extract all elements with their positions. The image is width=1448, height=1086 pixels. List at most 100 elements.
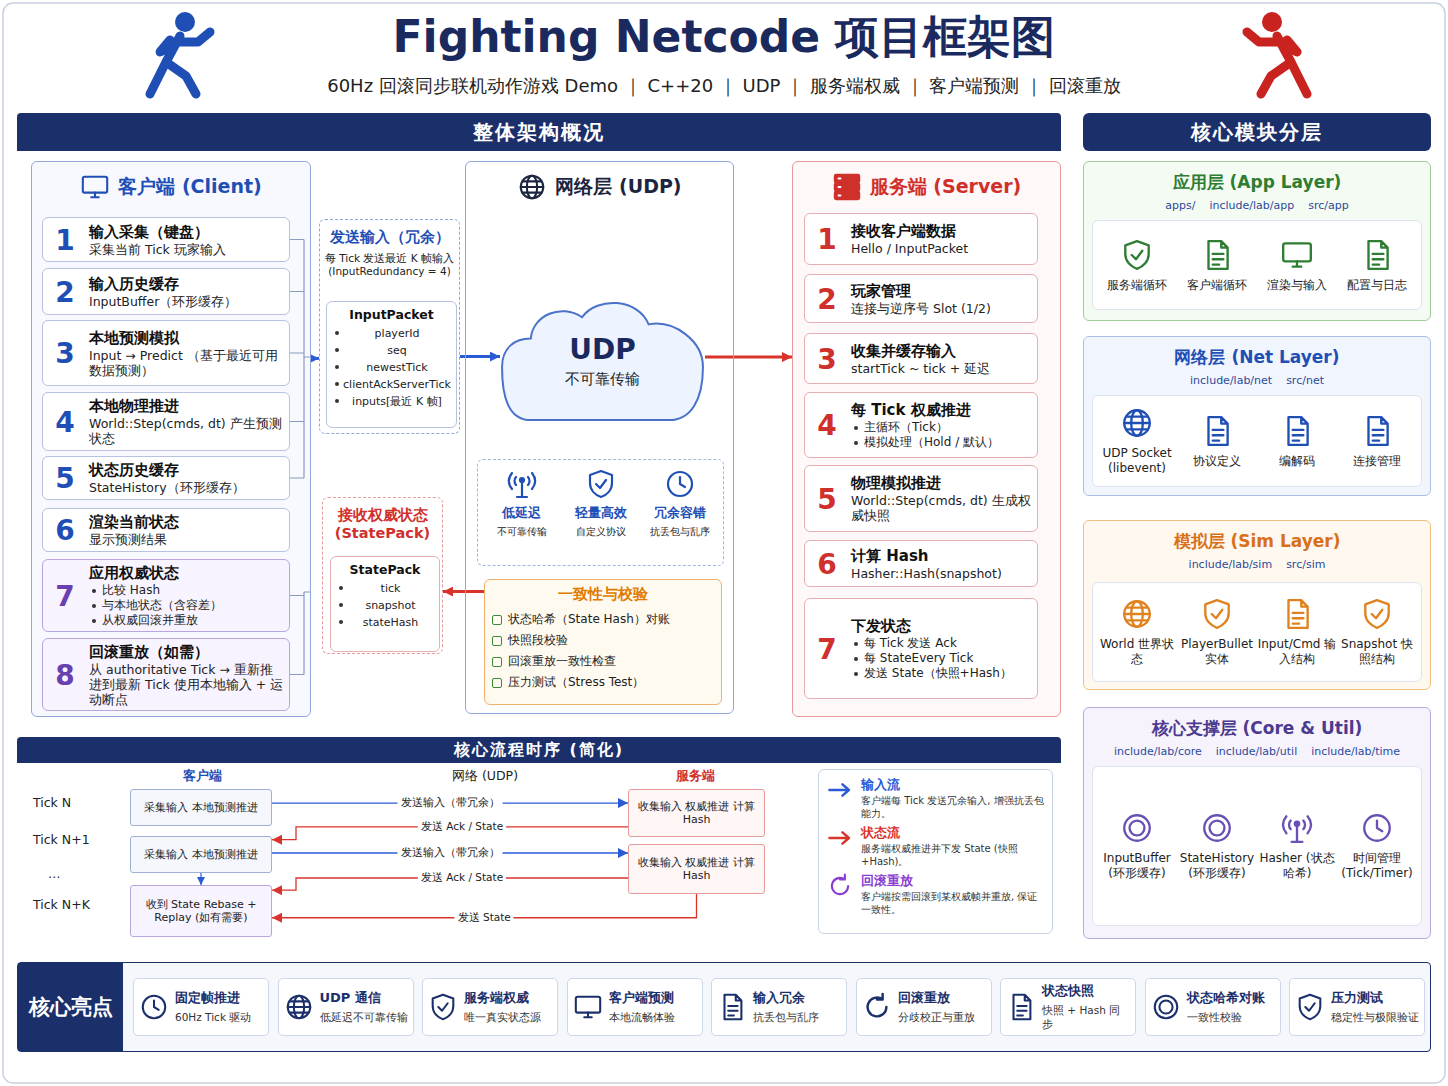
highlight-title: 客户端预测 (609, 989, 675, 1007)
check-item: 压力测试（Stress Test） (490, 672, 716, 693)
highlight-title: 输入冗余 (753, 989, 819, 1007)
feature-cell: 低延迟不可靠传输 (482, 468, 561, 557)
sequence-panel: 采集输入 本地预测推进采集输入 本地预测推进收到 State Rebase + … (17, 737, 1061, 945)
highlight-text: 固定帧推进 60Hz Tick 驱动 (175, 989, 251, 1025)
column-heading: 客户端 (150, 768, 254, 785)
box-title: InputPacket (332, 307, 451, 322)
path-label: include/lab/net (1190, 374, 1272, 387)
module-row: World 世界状态PlayerBullet 实体Input/Cmd 输入结构S… (1092, 582, 1422, 682)
icon (827, 777, 853, 803)
flow-text: 状态流服务端权威推进并下发 State (快照+Hash)。 (861, 825, 1044, 868)
flow-note: 客户端按需回滚到某权威帧并重放, 保证一致性。 (861, 890, 1044, 916)
highlight-note: 快照 + Hash 同步 (1042, 1004, 1130, 1032)
module-name: InputBuffer (环形缓存) (1097, 851, 1177, 881)
icon (517, 172, 547, 202)
step-body: 采集当前 Tick 玩家输入 (89, 242, 285, 257)
path-label: src/net (1286, 374, 1324, 387)
icon (1360, 414, 1394, 448)
highlight-band: 固定帧推进60Hz Tick 驱动UDP 通信低延迟不可靠传输服务端权威唯一真实… (17, 962, 1431, 1052)
highlight-note: 低延迟不可靠传输 (320, 1011, 408, 1025)
bullet-item: 模拟处理（Hold / 默认） (851, 435, 1033, 450)
highlight-title: 固定帧推进 (175, 989, 251, 1007)
callout-number: 1 (43, 223, 87, 256)
callout-number: 2 (43, 275, 87, 308)
highlight-title: UDP 通信 (320, 989, 408, 1007)
edge-label: 发送 Ack / State (418, 820, 506, 834)
receive-box: StatePackticksnapshotstateHash接收权威状态 (St… (322, 497, 443, 654)
path-label: include/lab/core (1114, 745, 1202, 758)
step-text: 状态历史缓存StateHistory（环形缓存） (43, 458, 289, 498)
step-title: 接收客户端数据 (851, 222, 1033, 241)
client-panel: 1输入采集（键盘）采集当前 Tick 玩家输入2输入历史缓存InputBuffe… (31, 161, 311, 717)
layer-box: 服务端循环客户端循环渲染与输入配置与日志应用层 (App Layer)apps/… (1083, 161, 1431, 321)
feature-note: 不可靠传输 (497, 525, 547, 539)
check-item: 回滚重放一致性检查 (490, 651, 716, 672)
highlight-note: 60Hz Tick 驱动 (175, 1011, 251, 1025)
highlight-title: 压力测试 (1331, 989, 1419, 1007)
server-step-box: 收集输入 权威推进 计算 Hash (628, 844, 765, 894)
tick-label: Tick N+K (33, 897, 90, 912)
server-step: 5物理模拟推进World::Step(cmds, dt) 生成权威快照 (804, 465, 1038, 532)
fighter-red (1247, 12, 1307, 94)
highlight-item: 状态快照快照 + Hash 同步 (1000, 978, 1136, 1036)
callout-number: 6 (805, 547, 849, 580)
check-item: 状态哈希（State Hash）对账 (490, 609, 716, 630)
step-text: 输入历史缓存InputBuffer（环形缓存） (43, 272, 289, 312)
highlight-title: 状态快照 (1042, 982, 1130, 1000)
icon (1151, 992, 1181, 1022)
network-panel: UDP不可靠传输低延迟不可靠传输轻量高效自定义协议冗余容错抗丢包与乱序一致性与校… (465, 161, 734, 714)
step-text: 采集输入 本地预测推进 (144, 848, 258, 861)
client-step-box: 收到 State Rebase + Replay (如有需要) (130, 885, 272, 937)
server-step: 4每 Tick 权威推进主循环（Tick）模拟处理（Hold / 默认） (804, 392, 1038, 458)
icon (1200, 238, 1234, 272)
module-name: 配置与日志 (1347, 278, 1407, 293)
module-cell: 协议定义 (1177, 414, 1257, 469)
icon (428, 992, 458, 1022)
step-title: 渲染当前状态 (89, 513, 285, 532)
step-text: 采集输入 本地预测推进 (144, 801, 258, 814)
feature-title: 冗余容错 (654, 504, 706, 522)
feature-title: 低延迟 (502, 504, 541, 522)
flow-row: 输入流客户端每 Tick 发送冗余输入, 增强抗丢包能力。 (827, 777, 1044, 820)
highlight-item: 压力测试稳定性与极限验证 (1289, 978, 1425, 1036)
state-arrow (705, 356, 792, 359)
client-step: 7应用权威状态比较 Hash与本地状态（含容差）从权威回滚并重放 (42, 559, 290, 632)
highlight-note: 稳定性与极限验证 (1331, 1011, 1419, 1025)
panel-title: 网络层 (UDP) (555, 174, 681, 200)
section-band: 核心模块分层 (1191, 119, 1323, 146)
band-title: 核心亮点 (18, 963, 123, 1051)
module-name: PlayerBullet 实体 (1177, 637, 1257, 667)
module-cell: 配置与日志 (1337, 238, 1417, 293)
flow-text: 输入流客户端每 Tick 发送冗余输入, 增强抗丢包能力。 (861, 777, 1044, 820)
callout-number: 8 (43, 658, 87, 691)
step-title: 每 Tick 权威推进 (851, 401, 1033, 420)
step-title: 玩家管理 (851, 282, 1033, 301)
bullet-item: 发送 State（快照+Hash） (851, 666, 1033, 681)
callout-number: 5 (43, 462, 87, 495)
send-box: InputPacketplayerIdseqnewestTickclientAc… (319, 219, 460, 434)
flow-title: 状态流 (861, 825, 1044, 842)
icon (506, 468, 538, 500)
icon (1120, 811, 1154, 845)
icon (1280, 238, 1314, 272)
step-title: 本地物理推进 (89, 397, 285, 416)
state-arrow (443, 590, 484, 593)
highlight-text: 压力测试稳定性与极限验证 (1331, 989, 1419, 1025)
flow-row: 状态流服务端权威推进并下发 State (快照+Hash)。 (827, 825, 1044, 868)
step-body: Hasher::Hash(snapshot) (851, 566, 1033, 581)
path-label: include/lab/sim (1189, 558, 1273, 571)
callout-number: 3 (805, 342, 849, 375)
step-title: 输入历史缓存 (89, 275, 285, 294)
icon (1280, 414, 1314, 448)
module-row: InputBuffer (环形缓存)StateHistory (环形缓存)Has… (1092, 766, 1422, 926)
highlight-item: 状态哈希对账一致性校验 (1145, 978, 1281, 1036)
icon (1360, 238, 1394, 272)
module-name: 客户端循环 (1187, 278, 1247, 293)
highlight-title: 回滚重放 (898, 989, 975, 1007)
module-cell: UDP Socket (libevent) (1097, 406, 1177, 476)
highlight-note: 分歧校正与重放 (898, 1011, 975, 1025)
module-cell: Input/Cmd 输入结构 (1257, 597, 1337, 667)
bullet-item: 每 Tick 发送 Ack (851, 636, 1033, 651)
callout-number: 4 (43, 405, 87, 438)
path-label: apps/ (1165, 199, 1195, 212)
